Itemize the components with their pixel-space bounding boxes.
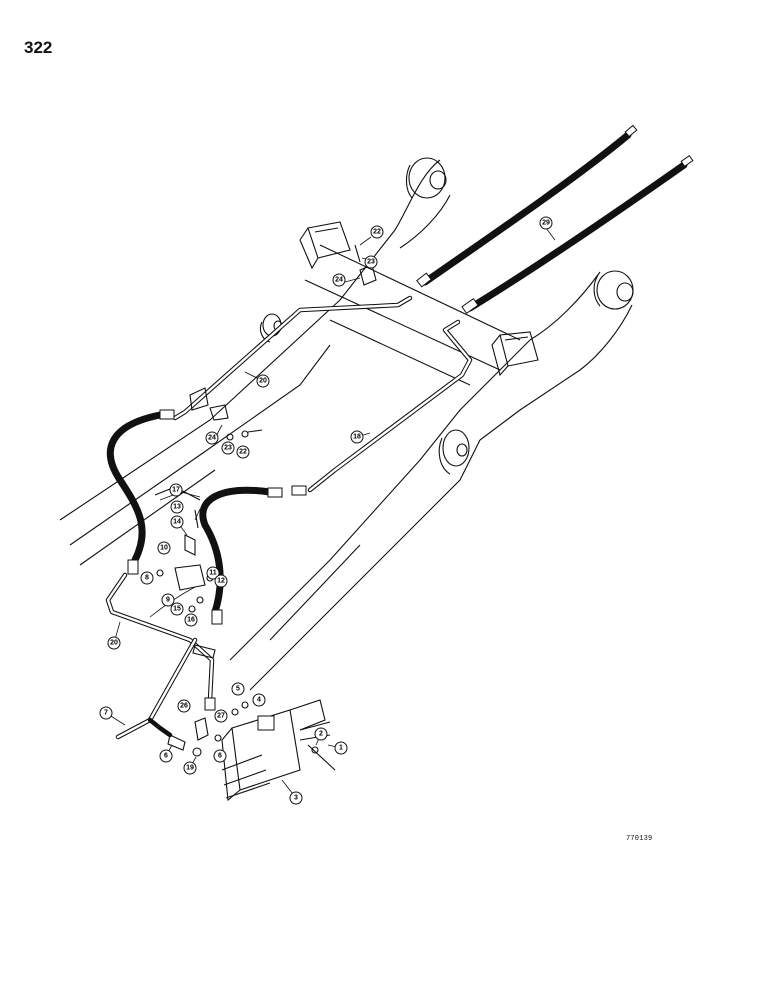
svg-text:11: 11 bbox=[209, 570, 217, 577]
callout-8: 7 bbox=[99, 706, 113, 720]
svg-text:24: 24 bbox=[335, 277, 343, 284]
svg-text:20: 20 bbox=[259, 378, 267, 385]
callout-3: 3 bbox=[289, 791, 303, 805]
svg-text:8: 8 bbox=[145, 575, 149, 582]
figure-code: 770139 bbox=[626, 835, 653, 843]
callout-27: 27 bbox=[214, 709, 228, 723]
svg-text:16: 16 bbox=[187, 617, 195, 624]
callout-12: 11 bbox=[206, 566, 220, 580]
svg-text:3: 3 bbox=[294, 795, 298, 802]
callout-23: 23 bbox=[364, 255, 378, 269]
svg-text:6: 6 bbox=[164, 753, 168, 760]
callout-20: 20 bbox=[256, 374, 270, 388]
callout-22: 22 bbox=[370, 225, 384, 239]
callout-24: 24 bbox=[332, 273, 346, 287]
callout-10: 9 bbox=[161, 593, 175, 607]
callout-9: 8 bbox=[140, 571, 154, 585]
callout-17: 16 bbox=[184, 613, 198, 627]
callout-19: 18 bbox=[350, 430, 364, 444]
callout-23: 23 bbox=[221, 441, 235, 455]
callout-14: 13 bbox=[170, 500, 184, 514]
callout-7: 19 bbox=[183, 761, 197, 775]
callout-2: 2 bbox=[314, 727, 328, 741]
callouts: 29 22 23 24 20 18 24 23 22 17 13 14 10 8… bbox=[99, 216, 553, 805]
hose-29 bbox=[416, 124, 694, 314]
svg-text:2: 2 bbox=[319, 731, 323, 738]
callout-20: 20 bbox=[107, 636, 121, 650]
svg-text:19: 19 bbox=[186, 765, 194, 772]
callout-5: 5 bbox=[231, 682, 245, 696]
callout-6: 6 bbox=[159, 749, 173, 763]
hardware bbox=[156, 244, 377, 659]
svg-text:5: 5 bbox=[236, 686, 240, 693]
leader-lines bbox=[105, 227, 556, 799]
svg-text:22: 22 bbox=[239, 449, 247, 456]
tube-19-20 bbox=[105, 295, 473, 740]
svg-text:15: 15 bbox=[173, 606, 181, 613]
svg-text:1: 1 bbox=[339, 745, 343, 752]
svg-text:24: 24 bbox=[208, 435, 216, 442]
svg-text:27: 27 bbox=[217, 713, 225, 720]
page-number: 322 bbox=[24, 38, 53, 57]
svg-text:7: 7 bbox=[104, 710, 108, 717]
control-valve bbox=[167, 697, 336, 802]
loader-frame bbox=[59, 157, 634, 691]
svg-text:22: 22 bbox=[373, 229, 381, 236]
svg-text:17: 17 bbox=[172, 487, 180, 494]
callout-24: 24 bbox=[205, 431, 219, 445]
svg-text:13: 13 bbox=[173, 504, 181, 511]
svg-text:4: 4 bbox=[257, 697, 261, 704]
svg-text:12: 12 bbox=[217, 578, 225, 585]
svg-text:9: 9 bbox=[166, 597, 170, 604]
callout-13: 12 bbox=[214, 574, 228, 588]
svg-text:29: 29 bbox=[542, 220, 550, 227]
callout-11: 10 bbox=[157, 541, 171, 555]
callout-18: 17 bbox=[169, 483, 183, 497]
callout-16: 15 bbox=[170, 602, 184, 616]
svg-text:6: 6 bbox=[218, 753, 222, 760]
callout-1: 1 bbox=[334, 741, 348, 755]
svg-text:26: 26 bbox=[180, 703, 188, 710]
svg-text:23: 23 bbox=[224, 445, 232, 452]
callout-22: 22 bbox=[236, 445, 250, 459]
svg-text:14: 14 bbox=[173, 519, 181, 526]
svg-text:23: 23 bbox=[367, 259, 375, 266]
callout-15: 14 bbox=[170, 515, 184, 529]
callout-4: 4 bbox=[252, 693, 266, 707]
svg-text:18: 18 bbox=[353, 434, 361, 441]
svg-text:20: 20 bbox=[110, 640, 118, 647]
callout-29: 29 bbox=[539, 216, 553, 230]
callout-6: 6 bbox=[213, 749, 227, 763]
svg-text:10: 10 bbox=[160, 545, 168, 552]
callout-26: 26 bbox=[177, 699, 191, 713]
